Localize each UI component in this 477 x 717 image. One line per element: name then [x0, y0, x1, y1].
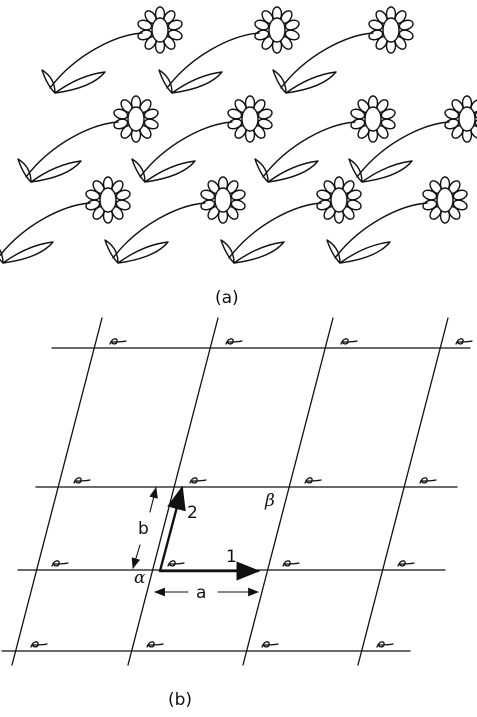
flower-stem	[25, 121, 119, 178]
label-alpha: α	[134, 568, 146, 588]
label-length-b: b	[138, 519, 149, 539]
lattice-motif-mark	[146, 641, 164, 648]
flower-stem	[139, 121, 233, 178]
lattice-motif-mark	[189, 477, 207, 484]
lattice-column-line	[127, 317, 219, 666]
flower-head	[84, 176, 132, 224]
lattice-column-line	[11, 317, 103, 666]
lattice-motif-mark	[261, 641, 279, 648]
dimension-b-down-arrow	[131, 544, 141, 570]
lattice-motif-mark	[419, 477, 437, 484]
label-length-a: a	[196, 583, 206, 603]
lattice-motif-mark	[109, 338, 127, 345]
lattice-motif-mark	[376, 641, 394, 648]
flower-stem	[228, 202, 322, 259]
flower-head	[443, 95, 477, 143]
flower-stem	[166, 32, 260, 89]
lattice-motif-mark	[73, 477, 91, 484]
leaf-right	[54, 71, 106, 94]
leaf-right	[233, 241, 285, 264]
leaf-right	[339, 241, 391, 264]
flower-motif	[0, 176, 132, 264]
flower-stem	[334, 202, 428, 259]
flower-motif	[220, 176, 363, 264]
leaf-right	[30, 160, 82, 183]
flower-stem	[49, 32, 143, 89]
flower-motif	[131, 95, 274, 183]
leaf-left	[41, 69, 56, 94]
leaf-right	[361, 160, 413, 183]
leaf-left	[220, 239, 235, 264]
flower-head	[253, 6, 301, 54]
lattice-motif-mark	[282, 560, 300, 567]
leaf-left	[326, 239, 341, 264]
vector-2-arrow	[158, 485, 186, 573]
flower-motif	[17, 95, 160, 183]
lattice-column-line	[242, 317, 334, 666]
lattice-motif-mark	[225, 338, 243, 345]
flower-motif	[104, 176, 247, 264]
flower-pattern-panel	[0, 6, 477, 264]
flower-motif	[254, 95, 397, 183]
caption-panel-a: (a)	[215, 288, 239, 308]
leaf-right	[144, 160, 196, 183]
flower-motif	[348, 95, 477, 183]
leaf-right	[267, 160, 319, 183]
flower-head	[226, 95, 274, 143]
lattice-motif-mark	[455, 338, 473, 345]
flower-motif	[41, 6, 184, 94]
flower-stem	[0, 202, 91, 257]
lattice-motif-mark	[51, 560, 69, 567]
lattice-motif-mark	[304, 477, 322, 484]
flower-stem	[262, 121, 356, 178]
leaf-left	[104, 239, 119, 264]
leaf-left	[348, 158, 363, 183]
label-vector-2: 2	[187, 503, 198, 523]
leaf-left	[254, 158, 269, 183]
flower-head	[367, 6, 415, 54]
leaf-left	[131, 158, 146, 183]
flower-stem	[280, 32, 374, 89]
flower-head	[136, 6, 184, 54]
leaf-left	[158, 69, 173, 94]
leaf-left	[272, 69, 287, 94]
caption-panel-b: (b)	[168, 690, 193, 710]
leaf-right	[285, 71, 337, 94]
leaf-left	[17, 158, 32, 183]
flower-head	[112, 95, 160, 143]
flower-motif	[326, 176, 469, 264]
dimension-b-up-arrow	[149, 486, 158, 513]
lattice-motif-mark	[30, 641, 48, 648]
flower-motif	[158, 6, 301, 94]
leaf-right	[117, 241, 169, 264]
lattice-motif-mark	[167, 560, 185, 567]
leaf-right	[2, 241, 54, 264]
flower-motif	[272, 6, 415, 94]
flower-stem	[356, 121, 450, 178]
flower-head	[349, 95, 397, 143]
flower-head	[421, 176, 469, 224]
flower-head	[315, 176, 363, 224]
lattice-motif-mark	[340, 338, 358, 345]
label-vector-1: 1	[226, 547, 237, 567]
lattice-column-line	[357, 317, 449, 666]
label-beta: β	[264, 491, 275, 511]
flower-head	[199, 176, 247, 224]
flower-stem	[112, 202, 206, 259]
leaf-right	[171, 71, 223, 94]
lattice-motif-mark	[397, 560, 415, 567]
lattice-panel	[1, 317, 473, 666]
